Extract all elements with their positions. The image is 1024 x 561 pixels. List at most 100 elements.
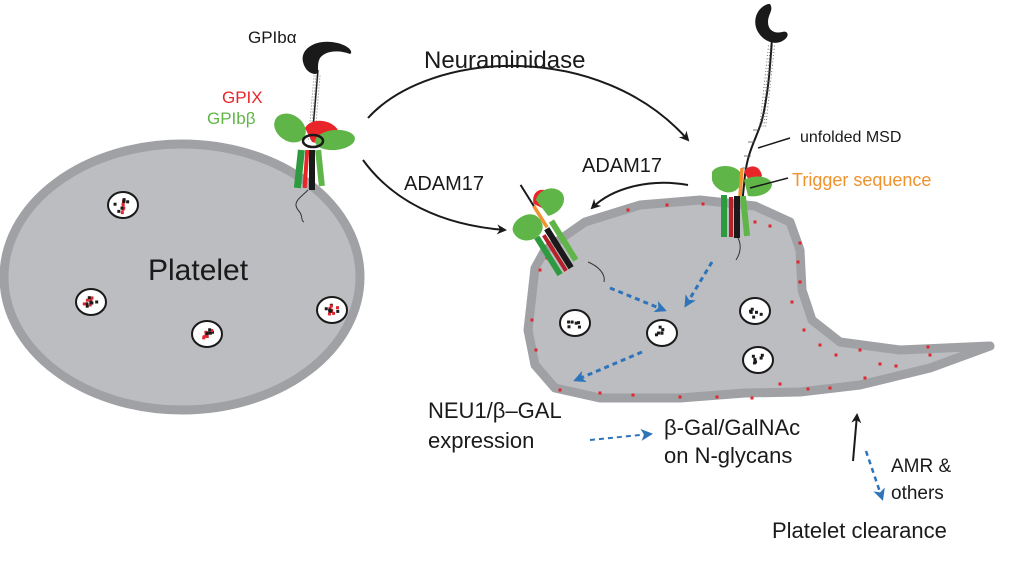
cytoplasmic-tail-shed xyxy=(587,261,605,283)
granule-content-dot xyxy=(324,307,328,311)
granule-content-dot xyxy=(204,330,208,334)
sialic-acid-dot xyxy=(665,203,669,207)
gpib-beta-lobe-left-shed xyxy=(512,214,543,241)
trigger-sequence-leader xyxy=(749,177,789,189)
sialic-acid-dot xyxy=(715,395,719,399)
granule-content-dot xyxy=(126,200,130,204)
sialic-acid-dot xyxy=(768,224,772,228)
resting-platelet-body xyxy=(0,139,365,415)
granule xyxy=(742,346,774,374)
granule-content-dot xyxy=(754,360,758,364)
gpib-alpha-head-right xyxy=(755,4,788,43)
granule xyxy=(739,297,771,325)
granule-content-dot xyxy=(754,310,758,314)
granule-content-dot xyxy=(88,303,92,307)
gpib-ix-complex-shed xyxy=(512,184,579,277)
gpix-tm-right xyxy=(729,197,733,237)
unfolded-msd-leader xyxy=(757,137,791,149)
granule-content-dot xyxy=(760,353,764,357)
sialic-acid-dot xyxy=(806,387,810,391)
neu1-label-line2: expression xyxy=(428,428,534,453)
granule xyxy=(316,296,348,324)
granule-content-dot xyxy=(210,330,214,334)
clearance-up-arrow[interactable] xyxy=(851,413,862,462)
granule-content-dot xyxy=(658,325,662,329)
granule-content-dot xyxy=(753,357,757,361)
adam17-arrow-right[interactable] xyxy=(590,181,689,210)
granule-content-dot xyxy=(656,331,660,335)
neu1-label-line1: NEU1/β–GAL xyxy=(428,398,562,423)
granule-membrane xyxy=(742,346,774,374)
gpib-alpha-tm-right xyxy=(734,196,740,238)
dashed-arrow-to-amr[interactable] xyxy=(864,450,885,501)
granule-content-dot xyxy=(87,296,91,300)
sialic-acid-dot xyxy=(750,396,754,400)
granule-group-right xyxy=(559,297,774,374)
granule-content-dot xyxy=(329,309,333,313)
granule-content-dot xyxy=(332,311,336,315)
granule-content-dot xyxy=(122,206,126,210)
sialic-acid-dot xyxy=(701,202,705,206)
trigger-sequence-cleaved xyxy=(532,205,549,229)
sialic-acid-dot xyxy=(834,353,838,357)
gpib-beta-tm-left-right xyxy=(721,195,727,237)
granule-group-left xyxy=(75,191,348,348)
gpib-alpha-label: GPIbα xyxy=(248,28,297,47)
activated-platelet xyxy=(523,195,995,403)
cytoplasmic-tail xyxy=(295,189,309,223)
granule-content-dot xyxy=(85,298,89,302)
granule-content-dot xyxy=(661,328,665,332)
dashed-signaling-arrows xyxy=(573,261,885,501)
granule xyxy=(107,191,139,219)
neuraminidase-arrow[interactable] xyxy=(367,65,690,142)
granule-content-dot xyxy=(89,300,93,304)
granule-content-dot xyxy=(122,199,126,203)
granule-content-dot xyxy=(567,320,571,324)
gpix-tm xyxy=(302,149,310,189)
sialic-acid-dot xyxy=(678,395,682,399)
gpib-beta-lobe-left-right xyxy=(712,166,742,193)
sialic-acid-dot xyxy=(538,268,542,272)
sialic-acid-dot xyxy=(598,391,602,395)
gpib-beta-lobe-left xyxy=(274,113,306,143)
bgal-label-line1: β-Gal/GalNAc xyxy=(664,415,800,440)
gpib-ix-complex-unfolded xyxy=(712,4,788,261)
granule-content-dot xyxy=(567,325,571,329)
granule-content-dot xyxy=(202,336,206,340)
neuraminidase-label: Neuraminidase xyxy=(424,47,585,74)
sialic-acid-dot xyxy=(631,393,635,397)
gpib-ix-complex-intact xyxy=(274,41,355,223)
adam17-label-left: ADAM17 xyxy=(404,173,484,195)
granule-content-dot xyxy=(90,296,94,300)
gpib-beta-lobe-right-shed xyxy=(535,188,564,216)
sialic-acid-dot xyxy=(790,300,794,304)
granule-content-dot xyxy=(117,209,121,213)
granule-content-dot xyxy=(95,300,99,304)
granule-content-dot xyxy=(120,206,124,210)
sialic-acid-dot xyxy=(828,386,832,390)
granule-content-dot xyxy=(577,325,581,329)
granule-content-dot xyxy=(208,328,212,332)
dashed-arrow-shed-to-granule[interactable] xyxy=(609,286,667,313)
granule xyxy=(646,319,678,347)
sialic-acid-dots xyxy=(530,202,932,400)
granule-content-dot xyxy=(208,331,212,335)
sialic-acid-dot xyxy=(926,345,930,349)
sialic-acid-dot xyxy=(863,376,867,380)
platelet-clearance-label: Platelet clearance xyxy=(772,518,947,543)
sialic-acid-dot xyxy=(558,388,562,392)
granule-content-dot xyxy=(570,320,574,324)
dashed-arrow-granule-to-neu1[interactable] xyxy=(573,350,643,383)
gpib-beta-lobe-right xyxy=(315,129,355,151)
granule-content-dot xyxy=(751,354,755,358)
granule-content-dot xyxy=(120,211,124,215)
gpib-beta-label: GPIbβ xyxy=(207,109,256,128)
granule-content-dot xyxy=(654,333,658,337)
sialic-acid-dot xyxy=(534,348,538,352)
sialic-acid-dot xyxy=(928,353,932,357)
adam17-arrow-left[interactable] xyxy=(362,159,507,235)
sialic-acid-dot xyxy=(802,328,806,332)
dashed-arrow-neu1-to-bgal[interactable] xyxy=(589,428,653,441)
amr-label-line1: AMR & xyxy=(891,456,952,477)
